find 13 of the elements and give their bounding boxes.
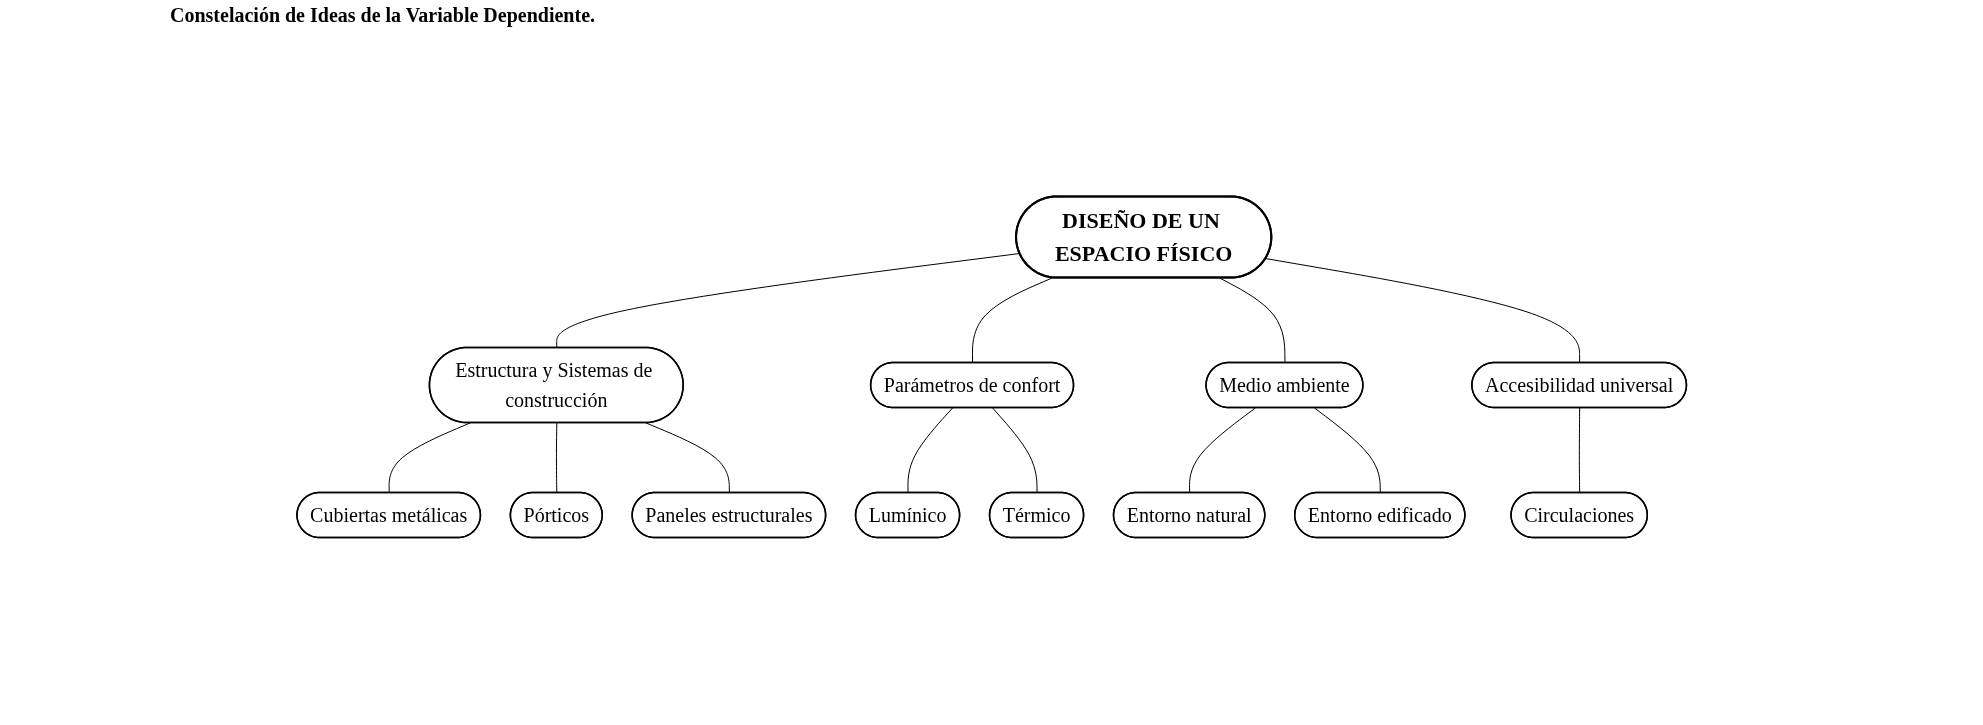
connector [555,422,558,494]
connector [1313,407,1381,494]
connector [971,277,1053,364]
diagram-title: Constelación de Ideas de la Variable Dependiente. [170,4,597,27]
connector [388,422,471,494]
connector [1265,258,1580,364]
connector [556,253,1021,349]
connector [991,407,1038,494]
connector [907,407,953,494]
connector [1219,277,1286,364]
connector [1578,407,1580,494]
connector [645,422,730,494]
connector [1188,407,1256,494]
